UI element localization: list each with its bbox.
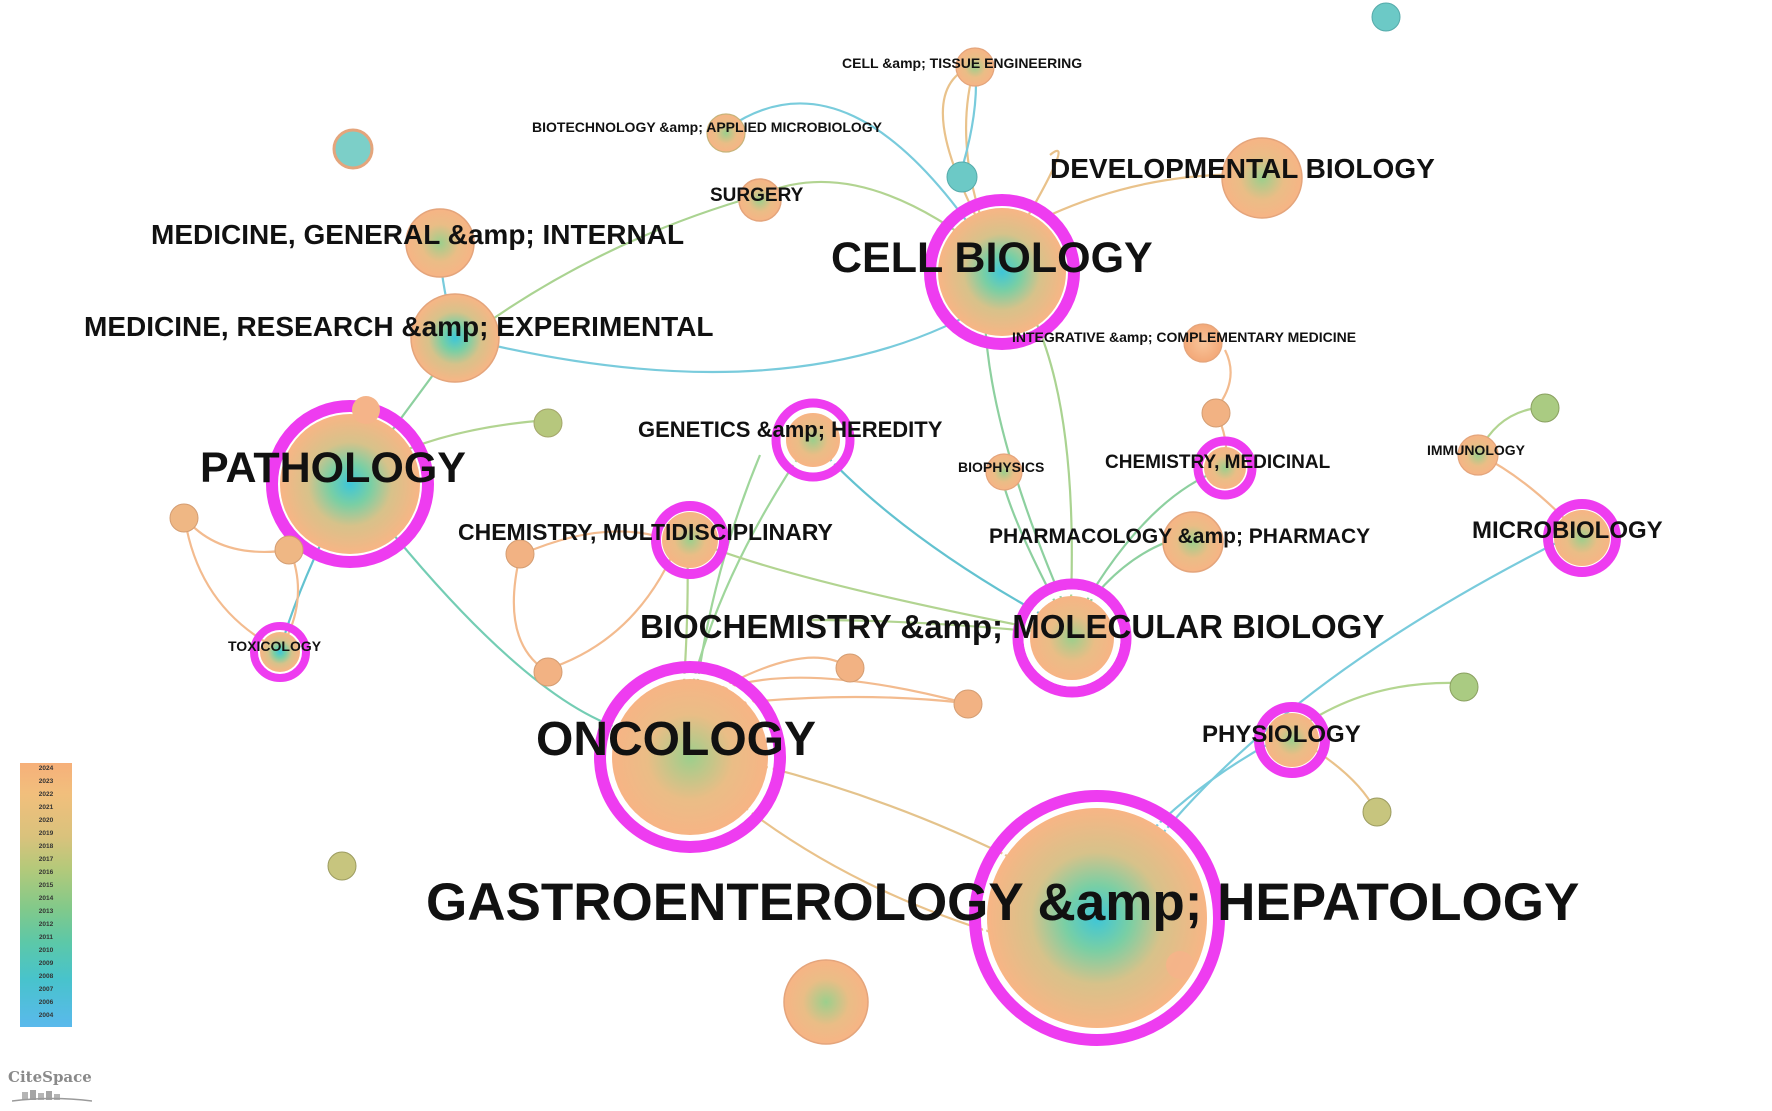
node-medicine-general[interactable] [405,208,475,278]
label-biotechnology: BIOTECHNOLOGY &amp; APPLIED MICROBIOLOGY [532,119,883,135]
node-unlabeled[interactable] [533,657,563,687]
label-genetics: GENETICS &amp; HEREDITY [638,417,943,442]
label-immunology: IMMUNOLOGY [1427,442,1526,458]
node-unlabeled[interactable] [783,959,869,1045]
node-biochemistry[interactable] [1012,578,1132,698]
legend-year: 2016 [38,869,54,876]
legend-year: 2023 [38,778,54,785]
label-developmental-biology: DEVELOPMENTAL BIOLOGY [1050,153,1435,184]
node-unlabeled[interactable] [835,653,865,683]
edge [184,517,291,554]
label-biochemistry: BIOCHEMISTRY &amp; MOLECULAR BIOLOGY [640,608,1384,645]
logo-text: CiteSpace [8,1068,92,1086]
label-gastroenterology: GASTROENTEROLOGY &amp; HEPATOLOGY [426,873,1579,932]
legend-year: 2024 [38,765,54,772]
label-pathology: PATHOLOGY [200,444,466,492]
nodes [169,2,1621,1046]
node-unlabeled[interactable] [505,539,535,569]
label-oncology: ONCOLOGY [536,713,816,766]
node-cell-tissue-engineering[interactable] [955,47,995,87]
node-immunology[interactable] [1457,434,1499,476]
label-biophysics: BIOPHYSICS [958,459,1044,475]
legend-year: 2011 [38,934,54,941]
label-physiology: PHYSIOLOGY [1202,721,1361,748]
citespace-logo: CiteSpace [6,1068,96,1108]
label-chemistry-medicinal: CHEMISTRY, MEDICINAL [1105,452,1331,473]
legend-year: 2020 [38,817,54,824]
legend-gradient-bar [20,763,72,1027]
node-pathology[interactable] [266,396,434,568]
legend-year: 2015 [38,882,54,889]
legend-year: 2021 [38,804,54,811]
node-cell-biology[interactable] [924,194,1080,350]
node-unlabeled[interactable] [169,503,199,533]
legend-year: 2012 [38,921,54,928]
logo-base-icon [12,1090,92,1102]
node-biophysics[interactable] [985,453,1023,491]
node-unlabeled[interactable] [946,161,978,193]
node-integrative-medicine[interactable] [1183,323,1223,363]
node-genetics[interactable] [771,398,855,482]
label-medicine-general: MEDICINE, GENERAL &amp; INTERNAL [151,219,684,250]
legend-year: 2006 [38,999,54,1006]
node-microbiology[interactable] [1543,499,1621,577]
edge [724,102,991,256]
node-medicine-research[interactable] [410,293,500,383]
node-unlabeled[interactable] [1449,672,1479,702]
legend-year: 2010 [38,947,54,954]
node-toxicology[interactable] [250,622,310,682]
legend-year: 2018 [38,843,54,850]
node-surgery[interactable] [738,178,782,222]
node-unlabeled[interactable] [953,689,983,719]
legend-year: 2017 [38,856,54,863]
node-developmental-biology[interactable] [1221,137,1303,219]
label-cell-tissue-engineering: CELL &amp; TISSUE ENGINEERING [842,55,1082,71]
label-microbiology: MICROBIOLOGY [1472,517,1663,544]
label-pharmacology: PHARMACOLOGY &amp; PHARMACY [989,525,1370,548]
node-unlabeled[interactable] [1362,797,1392,827]
node-oncology[interactable] [594,661,786,853]
node-unlabeled[interactable] [1201,398,1231,428]
legend-year: 2013 [38,908,54,915]
node-unlabeled[interactable] [533,408,563,438]
legend-year: 2007 [38,986,54,993]
legend-year: 2008 [38,973,54,980]
edge [469,193,761,336]
node-physiology[interactable] [1254,702,1330,778]
label-integrative-medicine: INTEGRATIVE &amp; COMPLEMENTARY MEDICINE [1012,329,1356,345]
node-unlabeled[interactable] [332,128,374,170]
label-cell-biology: CELL BIOLOGY [831,234,1153,282]
label-surgery: SURGERY [710,185,804,206]
node-chemistry-medicinal[interactable] [1193,436,1257,500]
edge [1033,319,1073,626]
label-toxicology: TOXICOLOGY [228,638,322,654]
node-gastroenterology[interactable] [969,790,1225,1046]
year-color-legend: 2024 2023 2022 2021 2020 2019 2018 2017 … [20,763,72,1027]
node-unlabeled[interactable] [274,535,304,565]
label-chemistry-multidisciplinary: CHEMISTRY, MULTIDISCIPLINARY [458,519,833,545]
edge [183,519,281,651]
legend-year: 2004 [38,1012,54,1019]
node-unlabeled[interactable] [1371,2,1401,32]
edge [512,554,546,671]
legend-year: 2014 [38,895,54,902]
node-biotechnology[interactable] [706,113,746,153]
node-unlabeled[interactable] [327,851,357,881]
node-pharmacology[interactable] [1162,511,1224,573]
label-medicine-research: MEDICINE, RESEARCH &amp; EXPERIMENTAL [84,311,714,342]
edge [469,299,996,374]
legend-year: 2019 [38,830,54,837]
legend-year: 2009 [38,960,54,967]
node-chemistry-multidisciplinary[interactable] [651,501,729,579]
labels: GASTROENTEROLOGY &amp; HEPATOLOGY ONCOLO… [84,55,1663,932]
node-unlabeled[interactable] [1530,393,1560,423]
legend-year: 2022 [38,791,54,798]
edge [519,530,661,557]
